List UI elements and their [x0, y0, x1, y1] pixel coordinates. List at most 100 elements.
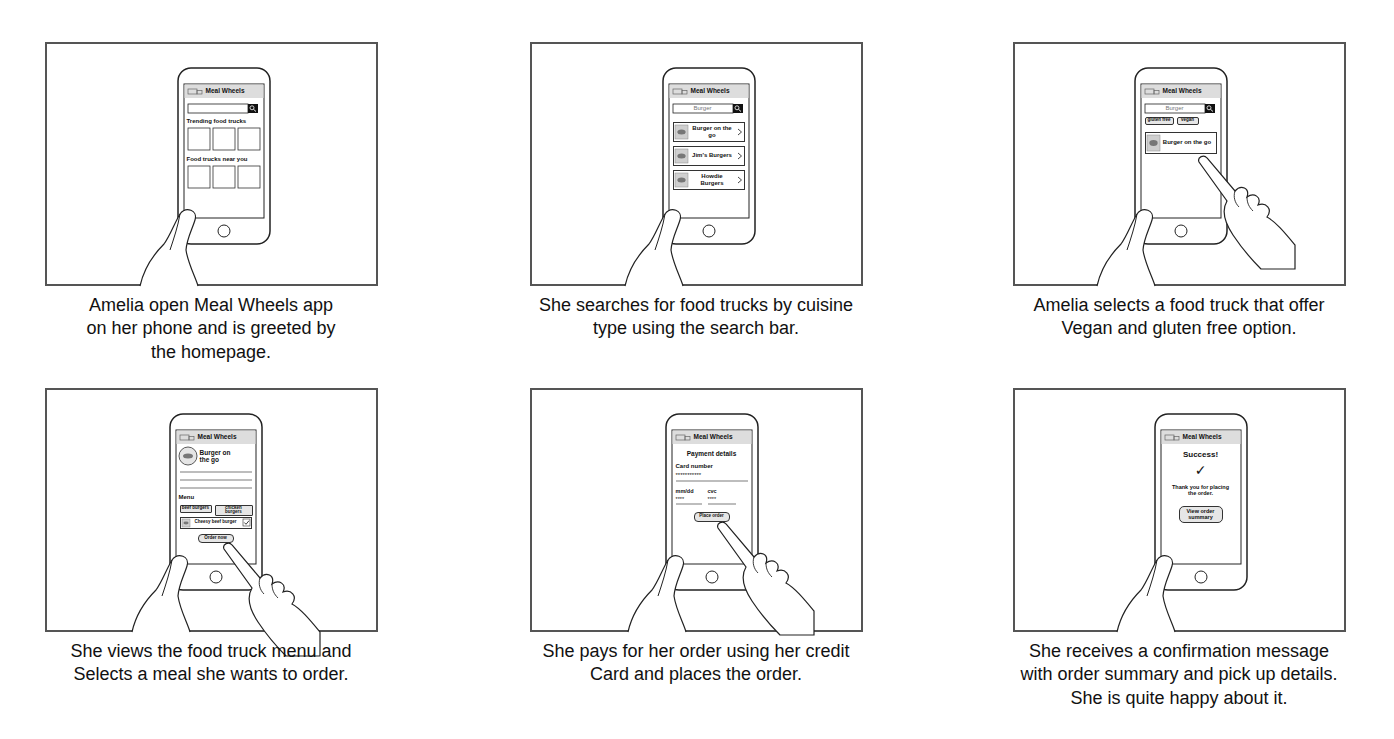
search-bar [673, 104, 733, 113]
app-title: Meal Wheels [206, 87, 245, 94]
burger-icon [1149, 140, 1157, 146]
node-text: Jim's Burgers [692, 152, 732, 159]
search-bar [1145, 104, 1205, 113]
storyboard-panel: She pays for her order using her credit … [530, 388, 863, 632]
field-value: *********** [676, 472, 702, 479]
field-label: mm/dd [676, 488, 694, 494]
search-button [1205, 104, 1215, 113]
finger-line [259, 578, 278, 598]
field-value: **** [708, 496, 717, 502]
storyboard-panel: Amelia open Meal Wheels app on her phone… [45, 42, 378, 286]
checkbox [243, 519, 250, 526]
header-bar [669, 84, 748, 98]
truck-icon [676, 435, 685, 440]
truck-icon [197, 90, 202, 94]
app-title: Meal Wheels [1163, 87, 1202, 94]
chevron [738, 177, 742, 183]
truck-tile [238, 166, 260, 188]
checkbox-tick [244, 520, 249, 524]
chevron [738, 129, 742, 135]
truck-list-item: Burger on the go [673, 122, 745, 142]
holding-hand [140, 209, 198, 285]
header-bar [672, 430, 751, 444]
section-heading: Trending food trucks [187, 118, 247, 125]
holding-hand [132, 555, 190, 631]
search-text: Burger [1145, 105, 1205, 112]
app-title: Meal Wheels [198, 433, 237, 440]
node-text: Burger on the go [1163, 139, 1211, 146]
header-bar [184, 84, 263, 98]
order-button: Order now [198, 534, 234, 543]
food-thumbnail [182, 519, 190, 527]
food-thumbnail [1147, 135, 1160, 151]
storyboard-panel: She receives a confirmation message with… [1013, 388, 1346, 632]
menu-item: Cheesy beef burger [180, 517, 252, 529]
truck-tile [188, 128, 210, 150]
search-button [733, 104, 743, 113]
phone-group [140, 68, 270, 286]
panel-caption: She receives a confirmation message with… [1014, 640, 1344, 710]
truck-tile [213, 128, 235, 150]
node-text: Order now [204, 536, 227, 541]
text-line [180, 471, 252, 472]
field-label: Card number [676, 463, 713, 470]
truck-icon [1145, 89, 1154, 94]
filter-chip: vegan [1177, 117, 1199, 125]
finger-line [1234, 191, 1253, 211]
app-title: Meal Wheels [694, 433, 733, 440]
phone-group [1097, 68, 1295, 286]
node-text: vegan [1181, 118, 1194, 123]
panel-caption: She pays for her order using her credit … [526, 640, 866, 687]
text-line [676, 480, 702, 481]
storyboard-panel: She views the food truck menu and Select… [45, 388, 378, 632]
burger-icon [677, 177, 685, 182]
hand-outline [223, 543, 319, 656]
burger-icon [677, 129, 685, 134]
truck-icon [180, 435, 189, 440]
phone-screen [1141, 84, 1221, 218]
node-text: Burger on the go [691, 125, 734, 138]
success-heading: Success! [1161, 450, 1241, 459]
burger-icon [677, 153, 685, 158]
phone-screen [184, 84, 264, 218]
menu-chip: chicken burgers [215, 505, 253, 517]
phone-group [1117, 414, 1247, 632]
food-thumbnail [675, 125, 688, 139]
burger-icon [183, 521, 188, 524]
node-text: Place order [699, 514, 724, 519]
node-text: View order summary [1182, 508, 1220, 520]
text-line [676, 503, 702, 504]
home-button [1195, 571, 1207, 583]
summary-button: View order summary [1179, 506, 1223, 523]
place-order-button: Place order [694, 512, 730, 522]
phone-screen [1161, 430, 1241, 564]
hand-line [170, 214, 180, 250]
phone-sketch [530, 42, 863, 286]
food-thumbnail [675, 173, 688, 187]
phone-screen [176, 430, 256, 564]
holding-hand [1097, 209, 1155, 285]
search-button [248, 104, 258, 113]
truck-icon [189, 436, 194, 440]
truck-icon [1174, 436, 1179, 440]
search-icon [738, 109, 741, 111]
truck-list-item: Burger on the go [1145, 132, 1217, 154]
burger-icon [183, 453, 193, 458]
panel-caption: She searches for food trucks by cuisine … [524, 294, 869, 341]
truck-tile [238, 128, 260, 150]
field-value: **** [676, 496, 685, 502]
storyboard-panel: Amelia selects a food truck that offer V… [1013, 42, 1346, 286]
truck-icon [188, 89, 197, 94]
panel-caption: Amelia open Meal Wheels app on her phone… [86, 294, 336, 364]
hand-line [1147, 560, 1157, 596]
hand-line [658, 560, 668, 596]
storyboard-panel: She searches for food trucks by cuisine … [530, 42, 863, 286]
text-line [180, 479, 252, 480]
node-text: chicken burgers [217, 506, 251, 516]
hand-outline [717, 522, 813, 635]
truck-icon [673, 89, 682, 94]
app-title: Meal Wheels [1183, 433, 1222, 440]
home-button [703, 225, 715, 237]
hand-line [1127, 214, 1137, 250]
pointing-hand [1198, 156, 1294, 269]
